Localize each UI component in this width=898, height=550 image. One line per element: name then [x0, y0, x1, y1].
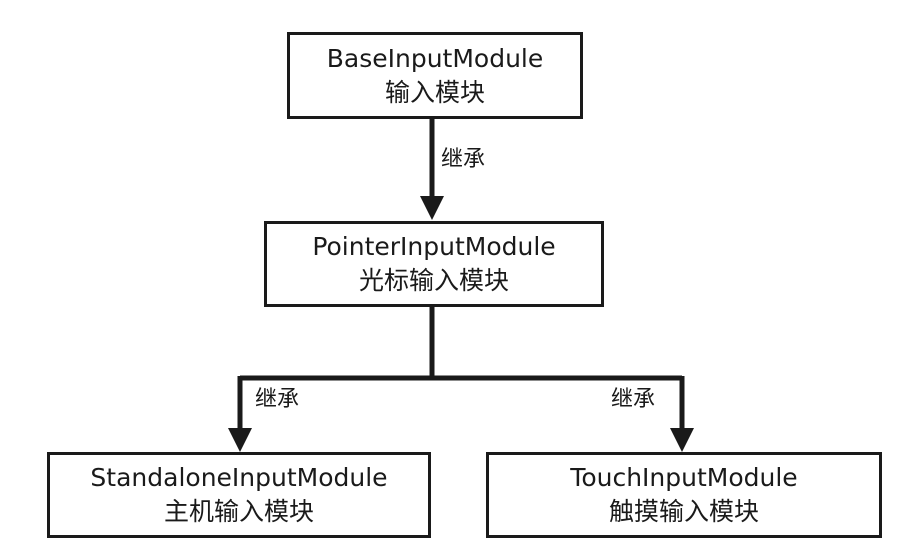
node-title: TouchInputModule — [570, 463, 798, 492]
node-touch-input-module: TouchInputModule 触摸输入模块 — [486, 452, 882, 538]
edge-label-inherit: 继承 — [255, 387, 300, 412]
node-pointer-input-module: PointerInputModule 光标输入模块 — [264, 221, 604, 307]
node-title: PointerInputModule — [312, 232, 556, 261]
edge-arrow-pointer-standalone — [228, 376, 252, 452]
edge-label-inherit: 继承 — [611, 387, 656, 412]
node-description: 主机输入模块 — [163, 497, 314, 526]
node-description: 触摸输入模块 — [608, 497, 759, 526]
node-title: StandaloneInputModule — [90, 463, 388, 492]
edge-branch-connector — [240, 307, 682, 381]
edge-label-inherit: 继承 — [441, 147, 486, 172]
node-base-input-module: BaseInputModule 输入模块 — [287, 32, 583, 119]
edge-arrow-base-pointer — [420, 119, 444, 220]
node-description: 输入模块 — [384, 77, 485, 107]
node-description: 光标输入模块 — [358, 266, 509, 295]
edge-arrow-pointer-touch — [670, 376, 694, 452]
node-standalone-input-module: StandaloneInputModule 主机输入模块 — [47, 452, 431, 538]
node-title: BaseInputModule — [326, 43, 544, 73]
